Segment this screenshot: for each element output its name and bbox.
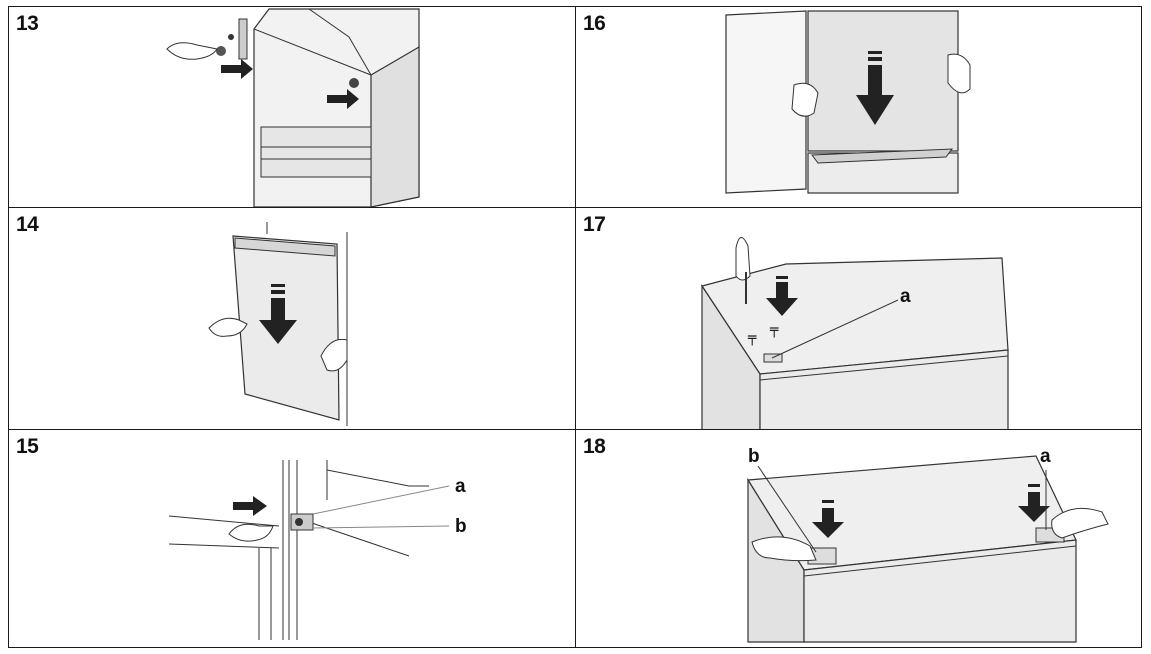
- door-handle: [811, 148, 954, 164]
- appliance-side: [370, 45, 420, 207]
- step-18-illustration: b a: [746, 446, 1109, 643]
- push-arrow: [221, 59, 253, 79]
- step-16-illustration: [725, 10, 971, 194]
- appliance-front: [759, 349, 1009, 429]
- step-15-illustration: a b: [168, 460, 467, 640]
- push-arrow: [327, 89, 359, 109]
- screw: ╤: [769, 322, 779, 338]
- hinge-pin: [349, 78, 359, 88]
- step-14-illustration: [208, 222, 348, 426]
- callout-line: [757, 465, 817, 553]
- callout-label-a: a: [900, 286, 911, 307]
- appliance-side: [701, 283, 761, 429]
- left-hand: [791, 82, 819, 117]
- step-number: 16: [583, 12, 606, 35]
- step-17-illustration: ╤ ╤ a: [701, 237, 1009, 429]
- down-arrow: [812, 508, 844, 538]
- right-hand: [1051, 507, 1109, 539]
- hand: [166, 42, 218, 60]
- hinge-pin: [216, 46, 226, 56]
- callout-label-a: a: [1040, 446, 1051, 467]
- left-hand: [751, 536, 817, 562]
- step-number: 14: [16, 213, 39, 236]
- down-arrow: [766, 282, 798, 316]
- step-number: 18: [583, 435, 606, 458]
- step-13-panel: 13: [9, 7, 575, 207]
- step-16-panel: 16: [575, 7, 1141, 207]
- door-handle: [234, 237, 336, 257]
- screw: [228, 34, 234, 40]
- right-hand: [947, 53, 971, 94]
- fridge-door: [807, 10, 959, 152]
- down-arrow: [1018, 492, 1050, 522]
- step-number: 13: [16, 12, 39, 35]
- step-14-panel: 14: [9, 207, 575, 429]
- step-17-panel: 17 ╤ ╤ a: [575, 207, 1141, 429]
- hand: [228, 523, 274, 542]
- callout-line: [771, 299, 899, 359]
- right-hand: [320, 338, 348, 372]
- step-13-illustration: [166, 8, 420, 207]
- step-15-panel: 15 a b: [9, 429, 575, 647]
- hand: [735, 237, 751, 281]
- down-arrow: [259, 298, 297, 344]
- down-arrow: [856, 65, 894, 125]
- drawer-rail: [260, 126, 372, 178]
- push-arrow: [233, 496, 267, 516]
- left-hand: [208, 317, 248, 337]
- callout-label-a: a: [455, 476, 466, 497]
- instruction-grid: 13 16: [8, 6, 1142, 648]
- appliance-front: [803, 539, 1077, 643]
- callout-label-b: b: [748, 446, 760, 467]
- open-door: [725, 10, 807, 194]
- step-number: 17: [583, 213, 606, 236]
- callout-label-b: b: [455, 516, 467, 537]
- step-18-panel: 18 b a: [575, 429, 1141, 647]
- step-number: 15: [16, 435, 39, 458]
- callout-line: [312, 485, 450, 515]
- callout-line: [312, 525, 450, 529]
- hinge-bracket: [238, 18, 248, 60]
- screw: ╤: [747, 330, 757, 346]
